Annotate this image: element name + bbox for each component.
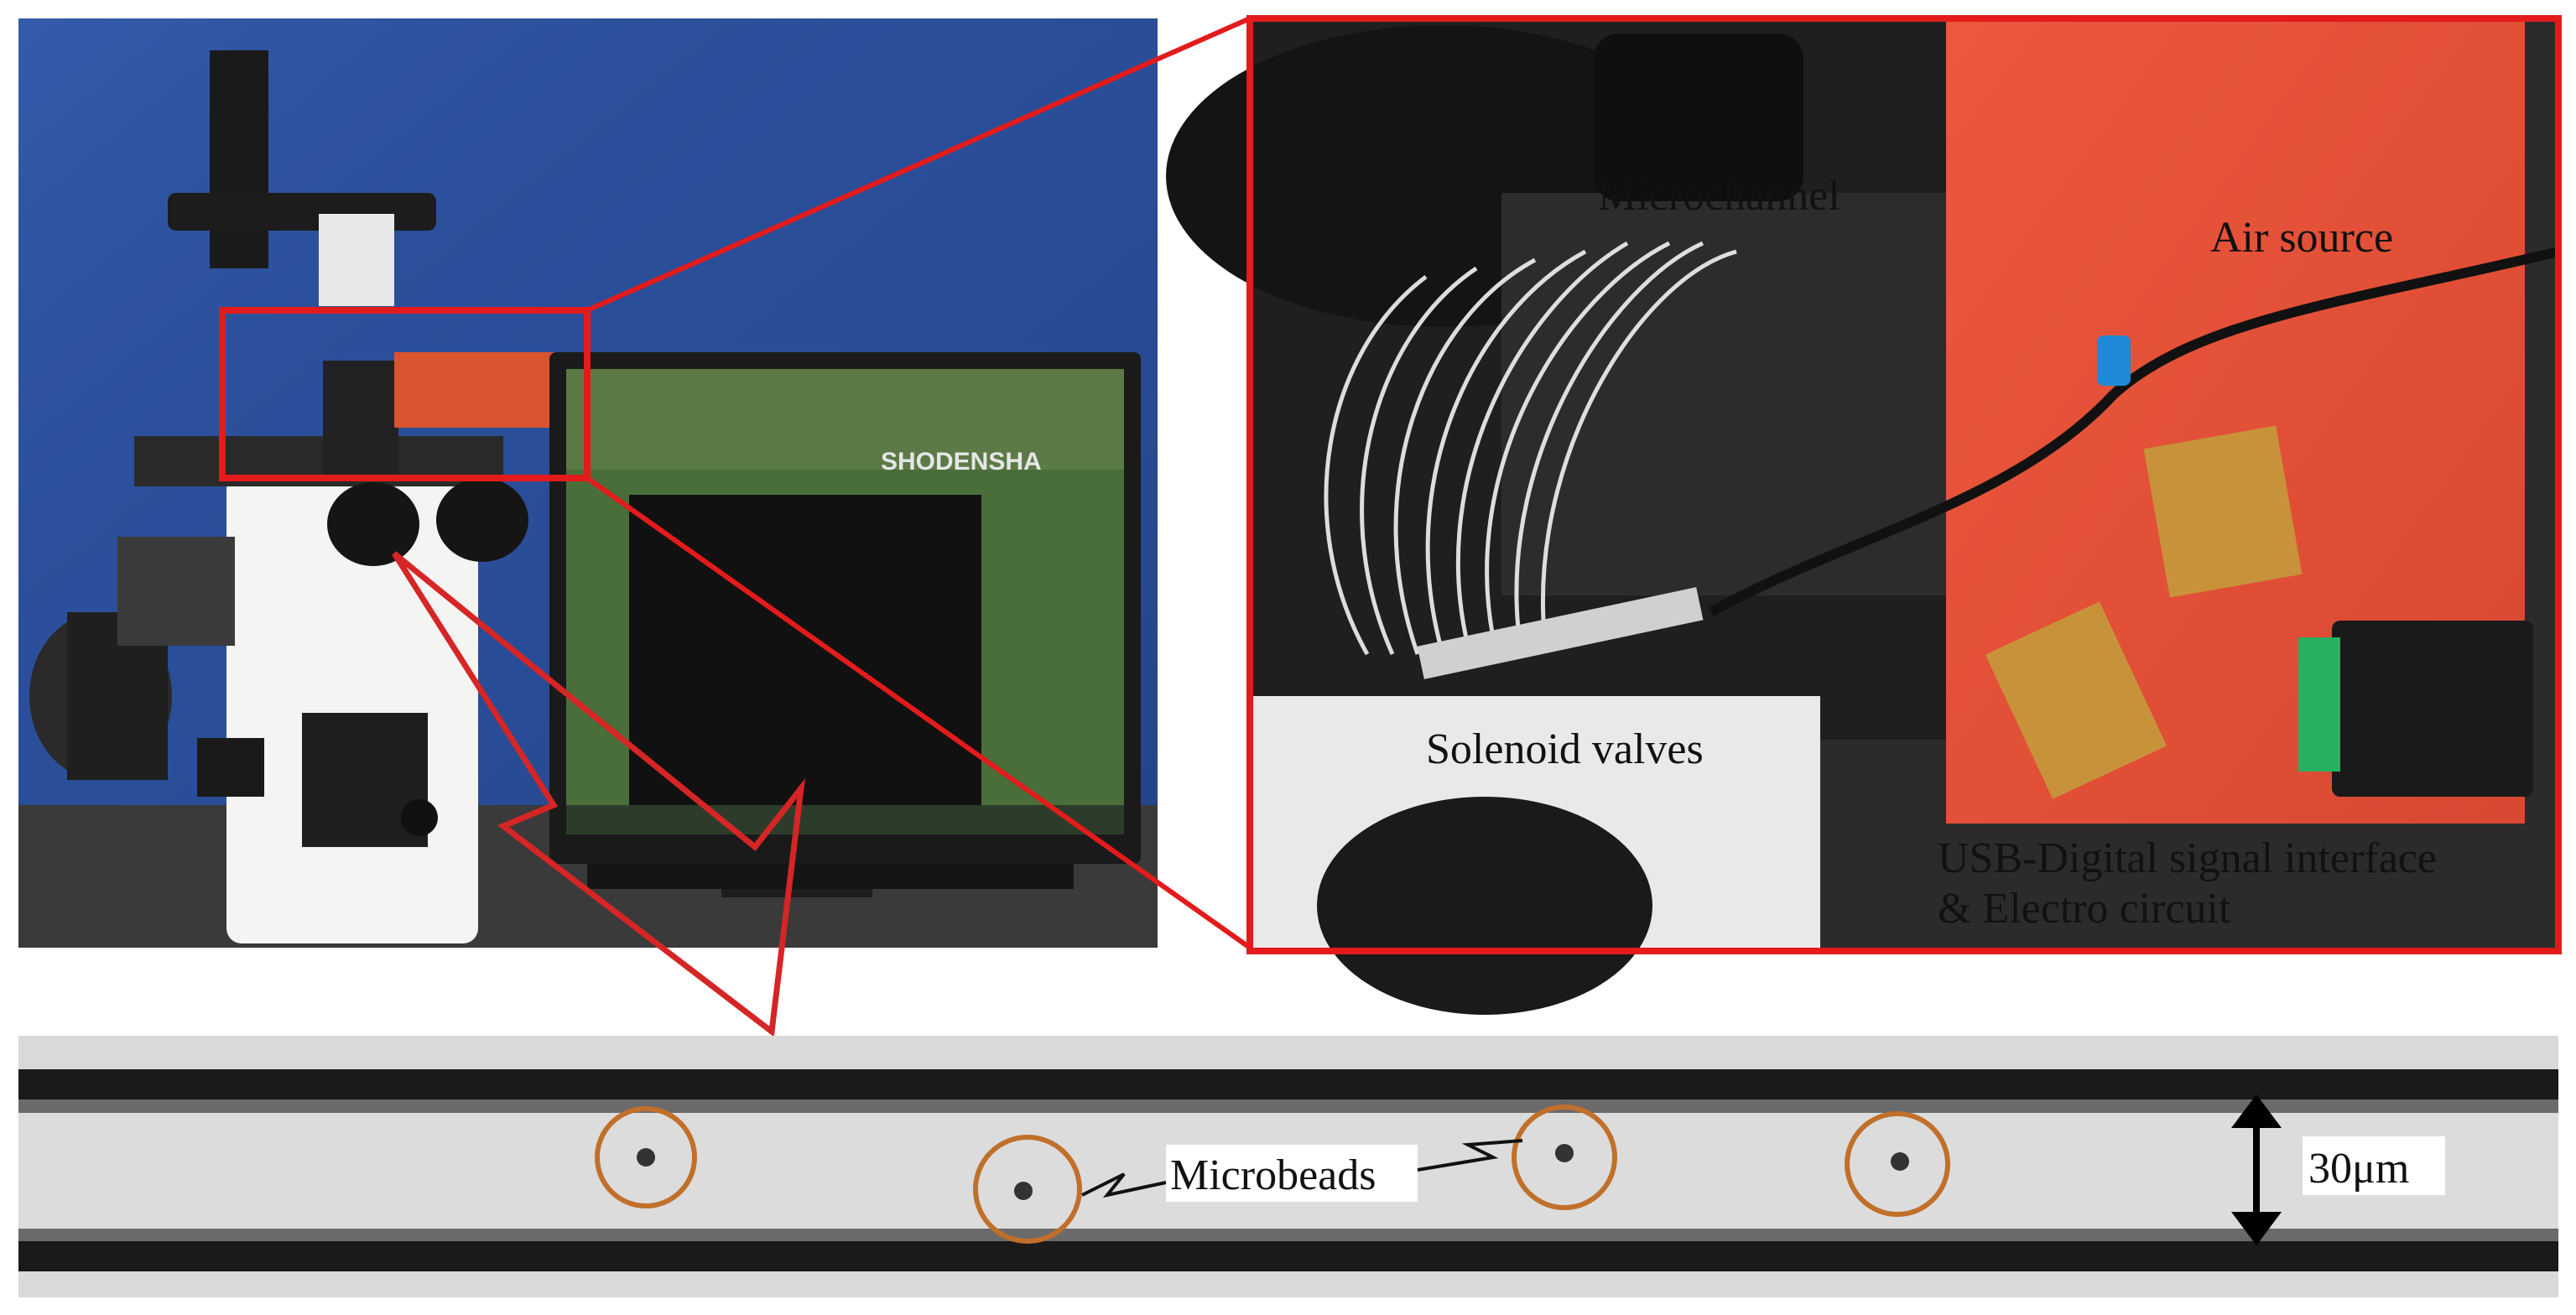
microscope — [29, 50, 528, 943]
microchannel-image: Microbeads 30μm — [18, 1036, 2558, 1297]
label-microbeads: Microbeads — [1170, 1151, 1376, 1199]
label-usb-interface-line1: USB-Digital signal interface — [1938, 834, 2437, 882]
monitor: SHODENSHA — [549, 352, 1141, 897]
bead-circle — [973, 1135, 1082, 1244]
zoom-frame — [1246, 15, 2562, 954]
label-solenoid-valves: Solenoid valves — [1426, 725, 1704, 773]
bead-circle — [1512, 1104, 1617, 1210]
label-scale: 30μm — [2308, 1145, 2409, 1193]
bead-circles — [595, 1104, 1950, 1244]
monitor-brand: SHODENSHA — [881, 448, 1042, 476]
label-microchannel: Microchannel — [1598, 172, 1840, 220]
label-usb-interface-line2: & Electro circuit — [1938, 885, 2231, 933]
eyepiece-arrow — [392, 551, 805, 1037]
hardware-photo: Microchannel Air source Solenoid valves … — [1166, 15, 2562, 1015]
bead-circle — [1845, 1111, 1950, 1217]
bead-circle — [595, 1106, 697, 1208]
scale-arrow — [2231, 1094, 2282, 1245]
setup-photo: SHODENSHA — [18, 18, 1158, 1037]
zoom-source-box — [219, 307, 591, 481]
label-air-source: Air source — [2210, 214, 2393, 262]
